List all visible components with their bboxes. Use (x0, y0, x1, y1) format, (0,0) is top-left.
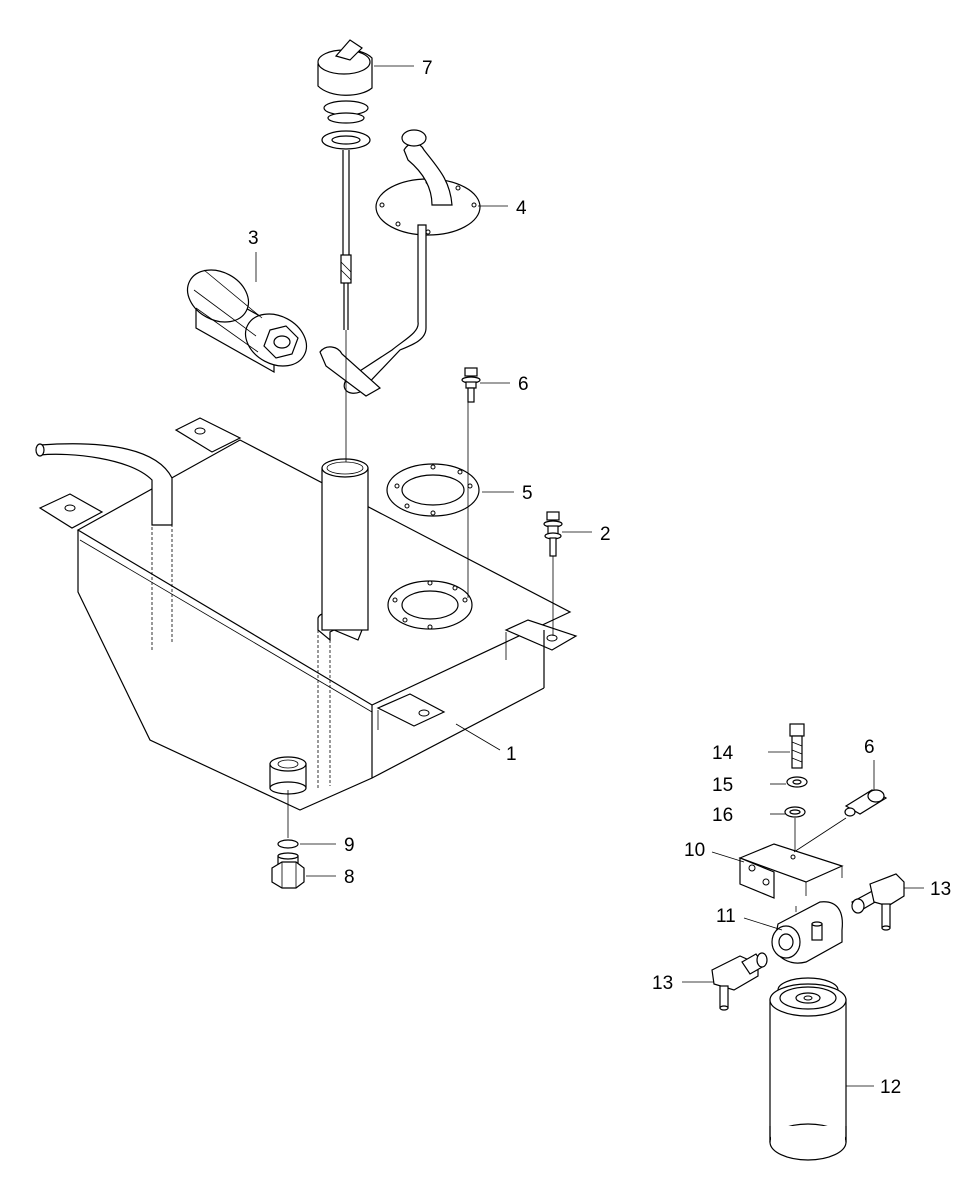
callout-6-lower: 6 (864, 737, 875, 758)
callout-13-right: 13 (930, 879, 951, 900)
callout-9: 9 (344, 835, 355, 856)
elbow-fitting-left (711, 952, 768, 1011)
callout-16: 16 (712, 805, 733, 826)
callout-12: 12 (880, 1077, 901, 1098)
callout-10: 10 (684, 840, 705, 861)
callout-15: 15 (712, 775, 733, 796)
callout-1: 1 (506, 744, 517, 765)
filler-cap-dipstick (317, 39, 373, 462)
filter-element (186, 269, 308, 374)
callout-5: 5 (522, 483, 533, 504)
callout-14: 14 (712, 743, 734, 764)
callout-8: 8 (344, 867, 355, 888)
o-ring (277, 790, 299, 849)
callout-11: 11 (716, 906, 736, 927)
hydraulic-tank (35, 417, 578, 811)
callout-6-top: 6 (518, 374, 529, 395)
callout-4: 4 (516, 198, 527, 219)
return-pipe-assembly (319, 129, 481, 397)
filter-cartridge (769, 983, 847, 1161)
callout-2: 2 (600, 524, 611, 545)
callout-labels: 7 4 3 6 5 2 1 9 8 14 15 16 6 10 13 11 13… (248, 58, 951, 1098)
elbow-fitting-right (851, 873, 905, 931)
bolt-washer (543, 511, 563, 636)
callout-3: 3 (248, 228, 259, 249)
callout-leaders (255, 65, 924, 1087)
gasket (386, 400, 480, 598)
callout-13-left: 13 (652, 973, 673, 994)
drain-plug (271, 852, 305, 889)
bolt-washer-top (461, 367, 481, 403)
line-filter-assembly (711, 723, 905, 1161)
callout-7: 7 (422, 58, 433, 79)
